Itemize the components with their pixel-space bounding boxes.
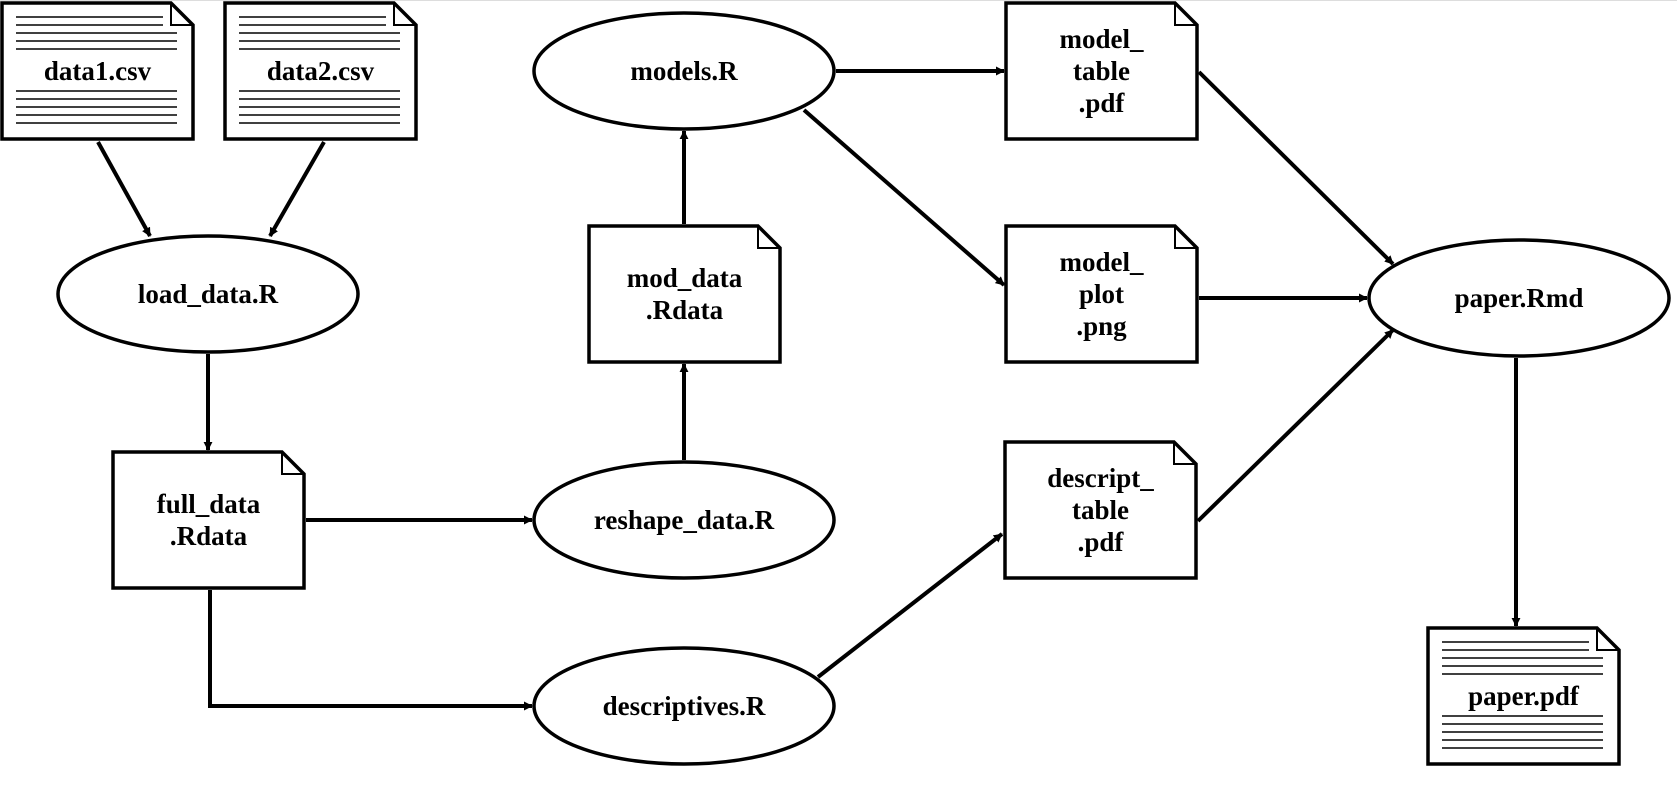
node-label: descript_ — [1047, 463, 1154, 493]
node-label: .pdf — [1079, 88, 1126, 118]
document-shape — [111, 450, 306, 590]
document-shape — [1004, 224, 1199, 364]
top-border — [0, 0, 1677, 1]
node-label: paper.Rmd — [1455, 283, 1584, 313]
ellipse-shape — [532, 11, 836, 131]
document-shape — [0, 1, 195, 141]
node-label: data1.csv — [44, 56, 152, 86]
ellipse-shape — [532, 646, 836, 766]
node-label: model_ — [1060, 247, 1144, 277]
node-label: models.R — [630, 56, 738, 86]
arrow-data1-to-load-data — [96, 141, 152, 237]
node-label: data2.csv — [267, 56, 375, 86]
node-label: descriptives.R — [603, 691, 766, 721]
file-node-descript-table: descript_table.pdf — [1003, 440, 1198, 580]
node-label: plot — [1079, 279, 1124, 309]
edges — [96, 66, 1521, 711]
node-label: table — [1072, 495, 1129, 525]
script-node-load-data: load_data.R — [56, 234, 360, 354]
ellipse-shape — [1367, 238, 1671, 358]
script-node-models: models.R — [532, 11, 836, 131]
node-label: reshape_data.R — [594, 505, 775, 535]
file-node-full-data: full_data.Rdata — [111, 450, 306, 590]
node-label: .Rdata — [646, 295, 724, 325]
document-shape — [1003, 440, 1198, 580]
ellipse-shape — [56, 234, 360, 354]
file-node-paper-pdf: paper.pdf — [1426, 626, 1621, 766]
folded-corner — [1173, 442, 1196, 465]
node-label: full_data — [157, 489, 261, 519]
script-node-reshape-data: reshape_data.R — [532, 460, 836, 580]
folded-corner — [281, 452, 304, 475]
file-node-data2: data2.csv — [223, 1, 418, 141]
document-shape — [223, 1, 418, 141]
node-label: mod_data — [627, 263, 743, 293]
arrow-models-to-model-plot — [802, 108, 1006, 287]
script-node-descriptives: descriptives.R — [532, 646, 836, 766]
arrow-descriptives-to-descript-table — [816, 532, 1004, 679]
folded-corner — [1174, 3, 1197, 26]
node-label: .pdf — [1078, 527, 1125, 557]
node-label: .png — [1076, 311, 1127, 341]
document-shape — [1004, 1, 1199, 141]
arrow-descript-table-to-paper-rmd — [1196, 328, 1395, 523]
node-label: paper.pdf — [1468, 681, 1580, 711]
file-node-mod-data: mod_data.Rdata — [587, 224, 782, 364]
arrow-full-data-to-descriptives — [208, 590, 533, 711]
folded-corner — [1174, 226, 1197, 249]
node-label: table — [1073, 56, 1130, 86]
document-shape — [587, 224, 782, 364]
folded-corner — [170, 3, 193, 26]
node-label: load_data.R — [138, 279, 279, 309]
file-node-model-plot: model_plot.png — [1004, 224, 1199, 364]
node-label: model_ — [1060, 24, 1144, 54]
file-node-model-table: model_table.pdf — [1004, 1, 1199, 141]
ellipse-shape — [532, 460, 836, 580]
folded-corner — [393, 3, 416, 26]
script-node-paper-rmd: paper.Rmd — [1367, 238, 1671, 358]
file-node-data1: data1.csv — [0, 1, 195, 141]
arrow-model-table-to-paper-rmd — [1197, 70, 1395, 266]
node-label: .Rdata — [170, 521, 248, 551]
folded-corner — [757, 226, 780, 249]
folded-corner — [1596, 628, 1619, 651]
arrow-data2-to-load-data — [268, 141, 326, 237]
document-shape — [1426, 626, 1621, 766]
